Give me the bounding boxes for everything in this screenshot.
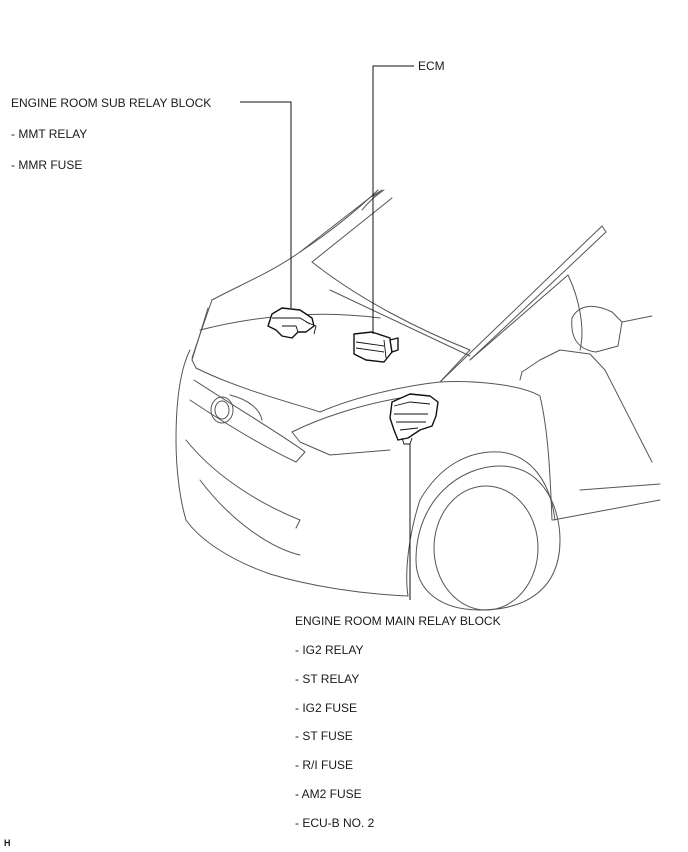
ecm-part (353, 331, 399, 363)
main-relay-item-st-relay: - ST RELAY (295, 672, 360, 686)
main-relay-item-ig2-relay: - IG2 RELAY (295, 643, 364, 657)
main-relay-item-ecu-b-no2: - ECU-B NO. 2 (295, 816, 375, 830)
sub-relay-leader-line (240, 101, 292, 308)
sub-relay-block-title: ENGINE ROOM SUB RELAY BLOCK (11, 96, 212, 110)
sub-relay-block-part (267, 307, 317, 339)
main-relay-item-ig2-fuse: - IG2 FUSE (295, 701, 358, 715)
ecm-leader-line (372, 65, 414, 334)
sub-relay-item-mmr-fuse: - MMR FUSE (11, 158, 83, 172)
ecm-title: ECM (418, 59, 445, 73)
main-relay-item-st-fuse: - ST FUSE (295, 729, 353, 743)
main-relay-block-part (389, 393, 439, 445)
main-relay-item-ri-fuse: - R/I FUSE (295, 758, 354, 772)
car-outline (175, 189, 661, 611)
leader-lines (240, 65, 414, 600)
sub-relay-item-mmt-relay: - MMT RELAY (11, 127, 88, 141)
main-relay-item-am2-fuse: - AM2 FUSE (295, 787, 362, 801)
main-relay-block-title: ENGINE ROOM MAIN RELAY BLOCK (295, 614, 501, 628)
corner-mark: H (4, 838, 11, 848)
